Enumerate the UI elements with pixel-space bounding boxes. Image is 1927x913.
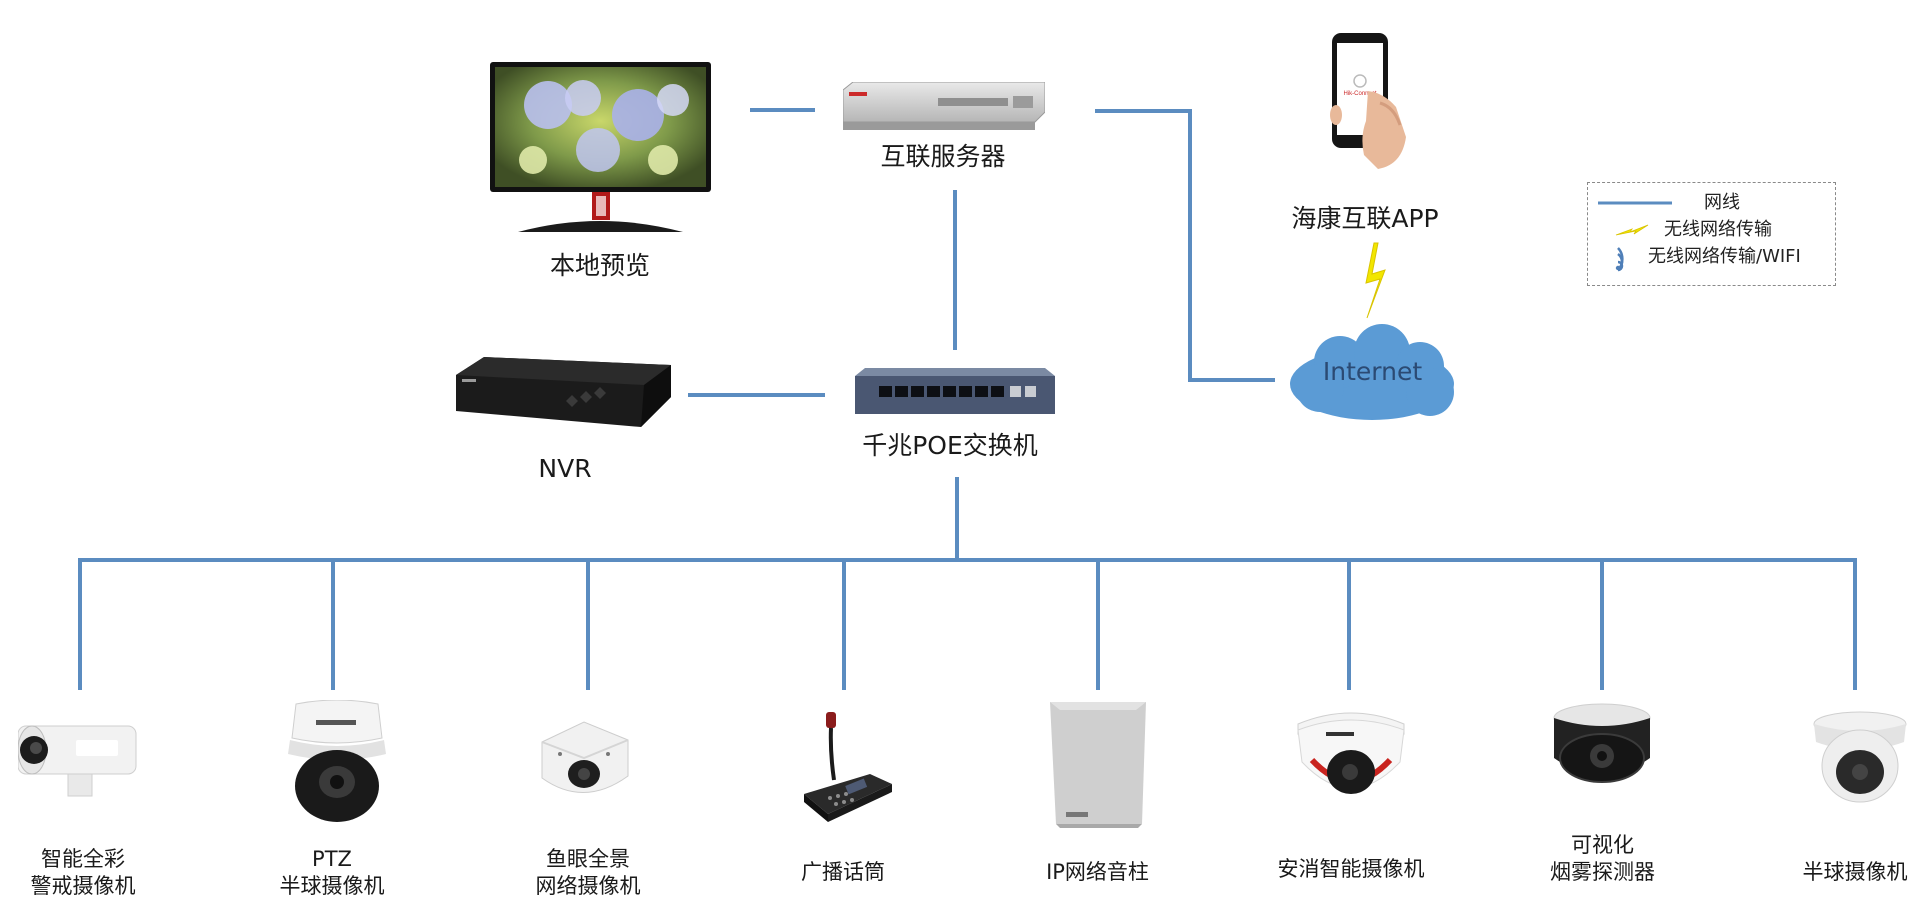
legend-item-cable: 网线 <box>1588 189 1837 215</box>
device-6 <box>1292 702 1410 821</box>
nvr-label: NVR <box>538 454 592 483</box>
cloud-icon <box>1290 324 1454 420</box>
device-3 <box>534 718 634 812</box>
monitor-device <box>488 60 713 239</box>
wifi-icon <box>1615 247 1624 272</box>
switch-label: 千兆POE交换机 <box>862 431 1038 460</box>
monitor-icon <box>490 62 711 232</box>
poe-switch-device <box>855 368 1055 422</box>
nvr-device <box>456 357 671 436</box>
legend-label: 无线网络传输/WIFI <box>1648 246 1801 267</box>
phone-screen-text: Hik-Connect <box>1343 91 1376 97</box>
phone-device: Hik-Connect <box>1320 33 1420 177</box>
device-7 <box>1550 700 1654 799</box>
device-8-label: 半球摄像机 <box>1802 860 1908 884</box>
server-icon <box>842 81 1046 130</box>
nvr-icon <box>456 357 671 427</box>
legend-label: 网线 <box>1704 192 1740 213</box>
ptz-dome-camera-icon <box>288 699 386 822</box>
lightning-icon <box>1615 224 1649 236</box>
smoke-detector-camera-icon <box>1553 703 1651 783</box>
device-2 <box>282 699 392 829</box>
server-device <box>842 81 1046 142</box>
wire-server-internet <box>1095 109 1275 382</box>
internet-cloud <box>1280 322 1465 436</box>
device-7-label: 可视化 烟雾探测器 <box>1550 833 1655 884</box>
fisheye-camera-icon <box>541 721 629 793</box>
wireless-bolt <box>1365 242 1386 319</box>
legend-item-wireless: 无线网络传输 <box>1588 218 1837 244</box>
line-icon <box>1598 201 1672 205</box>
app-label: 海康互联APP <box>1291 204 1439 233</box>
legend-item-wifi: 无线网络传输/WIFI <box>1588 245 1837 272</box>
bullet-camera-icon <box>17 725 137 797</box>
device-1 <box>17 718 138 807</box>
device-1-label: 智能全彩 警戒摄像机 <box>30 847 136 898</box>
device-8 <box>1810 708 1910 812</box>
device-4 <box>800 712 895 826</box>
device-6-label: 安消智能摄像机 <box>1277 857 1425 881</box>
device-3-label: 鱼眼全景 网络摄像机 <box>535 847 641 898</box>
server-label: 互联服务器 <box>880 142 1006 171</box>
legend-label: 无线网络传输 <box>1664 219 1772 240</box>
broadcast-microphone-icon <box>804 712 892 822</box>
device-5 <box>1046 700 1150 834</box>
turret-camera-icon <box>1813 711 1907 803</box>
device-4-label: 广播话筒 <box>801 860 885 884</box>
legend: 网线 无线网络传输 无线网络传输/WIFI <box>1587 182 1836 286</box>
internet-label: Internet <box>1322 357 1423 386</box>
monitor-label: 本地预览 <box>549 251 650 280</box>
poe-switch-icon <box>855 368 1055 414</box>
phone-icon: Hik-Connect <box>1330 33 1406 169</box>
device-5-label: IP网络音柱 <box>1046 860 1149 884</box>
smart-dome-camera-icon <box>1297 712 1405 794</box>
ip-speaker-column-icon <box>1050 702 1146 828</box>
device-2-label: PTZ 半球摄像机 <box>279 847 385 898</box>
